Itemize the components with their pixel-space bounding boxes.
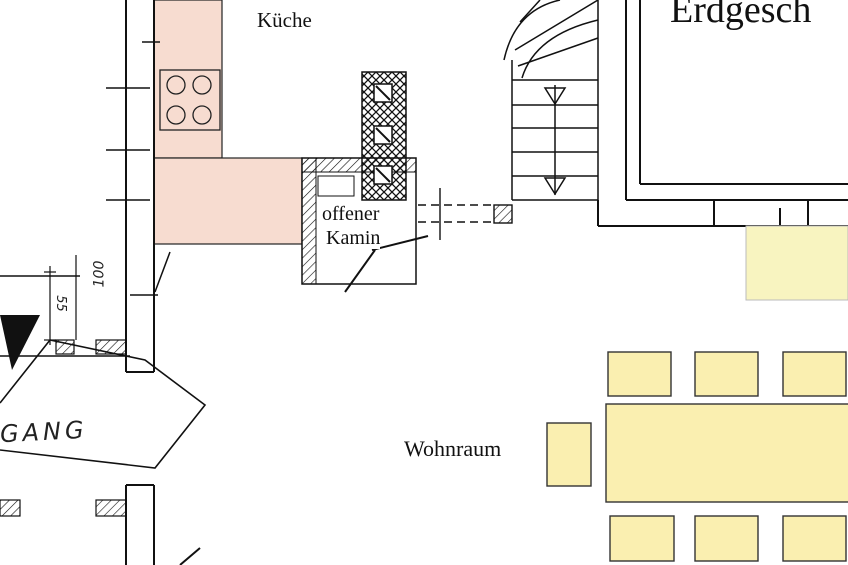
room-label-living: Wohnraum [404,436,502,461]
dining-set [546,351,848,562]
beam-dashed [418,188,513,240]
entry-arrow-icon [0,315,40,370]
staircase [503,0,599,201]
dimension-label-55: 55 [52,295,68,312]
door-swing [179,547,201,565]
dining-table [605,403,848,503]
chair [546,422,592,487]
exterior-wall-right [597,0,848,227]
fireplace [301,71,429,293]
entrance-outline [0,275,207,469]
fireplace-label-line2: Kamin [326,227,381,249]
chair [782,351,847,397]
dimension-label-100: 100 [91,260,108,288]
hallway-label: GANG [0,415,89,449]
chair [607,351,672,397]
terrace-area [745,225,848,301]
room-label-kitchen: Küche [257,8,312,32]
exterior-wall-left [125,0,155,565]
door-posts [0,339,127,517]
fireplace-label-line1: offener [322,203,380,225]
chair [694,515,759,562]
wall-edge [154,251,171,293]
chair [782,515,847,562]
hob-icon [159,69,221,131]
chair [694,351,759,397]
wall-markers [106,41,160,296]
plan-title: Erdgesch [670,0,812,31]
dimension-line [44,255,77,345]
chair [609,515,675,562]
